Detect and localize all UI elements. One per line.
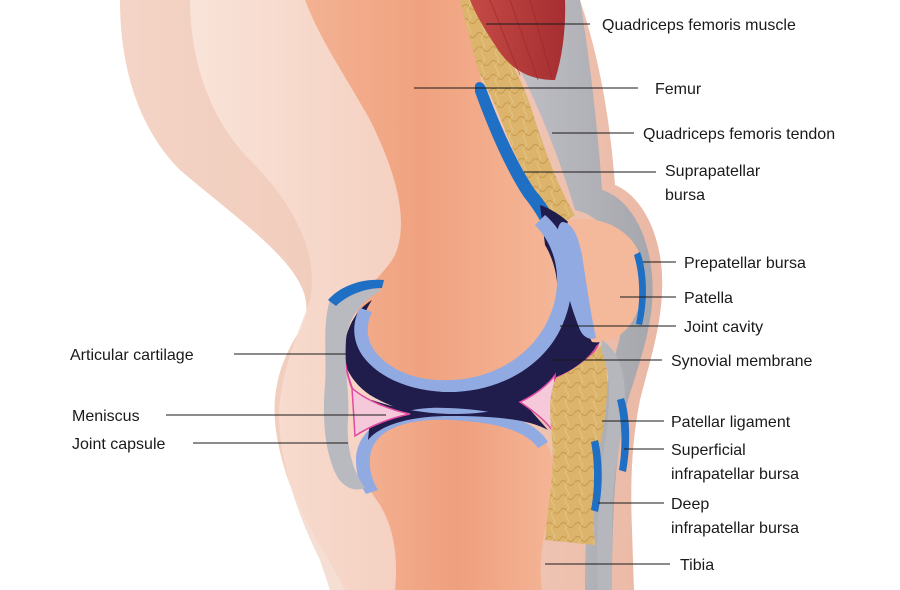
posterior-bursa [328, 279, 384, 306]
joint-capsule-shape [323, 288, 382, 490]
labels: Quadriceps femoris muscle Femur Quadrice… [70, 17, 835, 574]
suprapatellar-bursa-shape [475, 82, 560, 242]
label-prepatellar-bursa: Prepatellar bursa [684, 255, 806, 272]
label-articular-cartilage: Articular cartilage [70, 347, 194, 364]
label-deep-infrapatellar-2: infrapatellar bursa [671, 520, 799, 537]
label-superficial-infrapatellar-1: Superficial [671, 442, 746, 459]
joint-cavity-shape [343, 205, 606, 420]
tibia-cartilage [356, 407, 548, 494]
label-deep-infrapatellar-1: Deep [671, 496, 709, 513]
leader-lines [166, 23, 676, 565]
label-joint-capsule: Joint capsule [72, 436, 165, 453]
label-quadriceps-muscle: Quadriceps femoris muscle [602, 17, 796, 34]
patella-cartilage [557, 222, 596, 339]
superficial-infrapatellar-bursa-shape [617, 398, 630, 472]
muscle-fibers [489, 0, 553, 81]
label-tibia: Tibia [680, 557, 714, 574]
tibial-joint-line [368, 400, 548, 440]
label-suprapatellar-bursa-2: bursa [665, 187, 705, 204]
label-meniscus: Meniscus [72, 408, 140, 425]
meniscus-back [351, 386, 411, 438]
label-quadriceps-tendon: Quadriceps femoris tendon [643, 126, 835, 143]
label-joint-cavity: Joint cavity [684, 319, 763, 336]
deep-infrapatellar-bursa-shape [591, 440, 602, 512]
label-patellar-ligament: Patellar ligament [671, 414, 791, 431]
quadriceps-muscle-shape [470, 0, 566, 80]
infrapatellar-fat-pad [545, 345, 608, 545]
label-superficial-infrapatellar-2: infrapatellar bursa [671, 466, 799, 483]
quadriceps-tendon-shape [455, 0, 653, 590]
label-patella: Patella [684, 290, 733, 307]
label-femur: Femur [655, 81, 702, 98]
label-synovial-membrane: Synovial membrane [671, 353, 813, 370]
prepatellar-bursa-shape [634, 252, 646, 325]
tibia-shape [360, 409, 555, 590]
upper-fat-pad [430, 0, 575, 225]
leg-shadow [120, 0, 345, 590]
label-suprapatellar-bursa-1: Suprapatellar [665, 163, 761, 180]
femur-cartilage [354, 215, 572, 392]
